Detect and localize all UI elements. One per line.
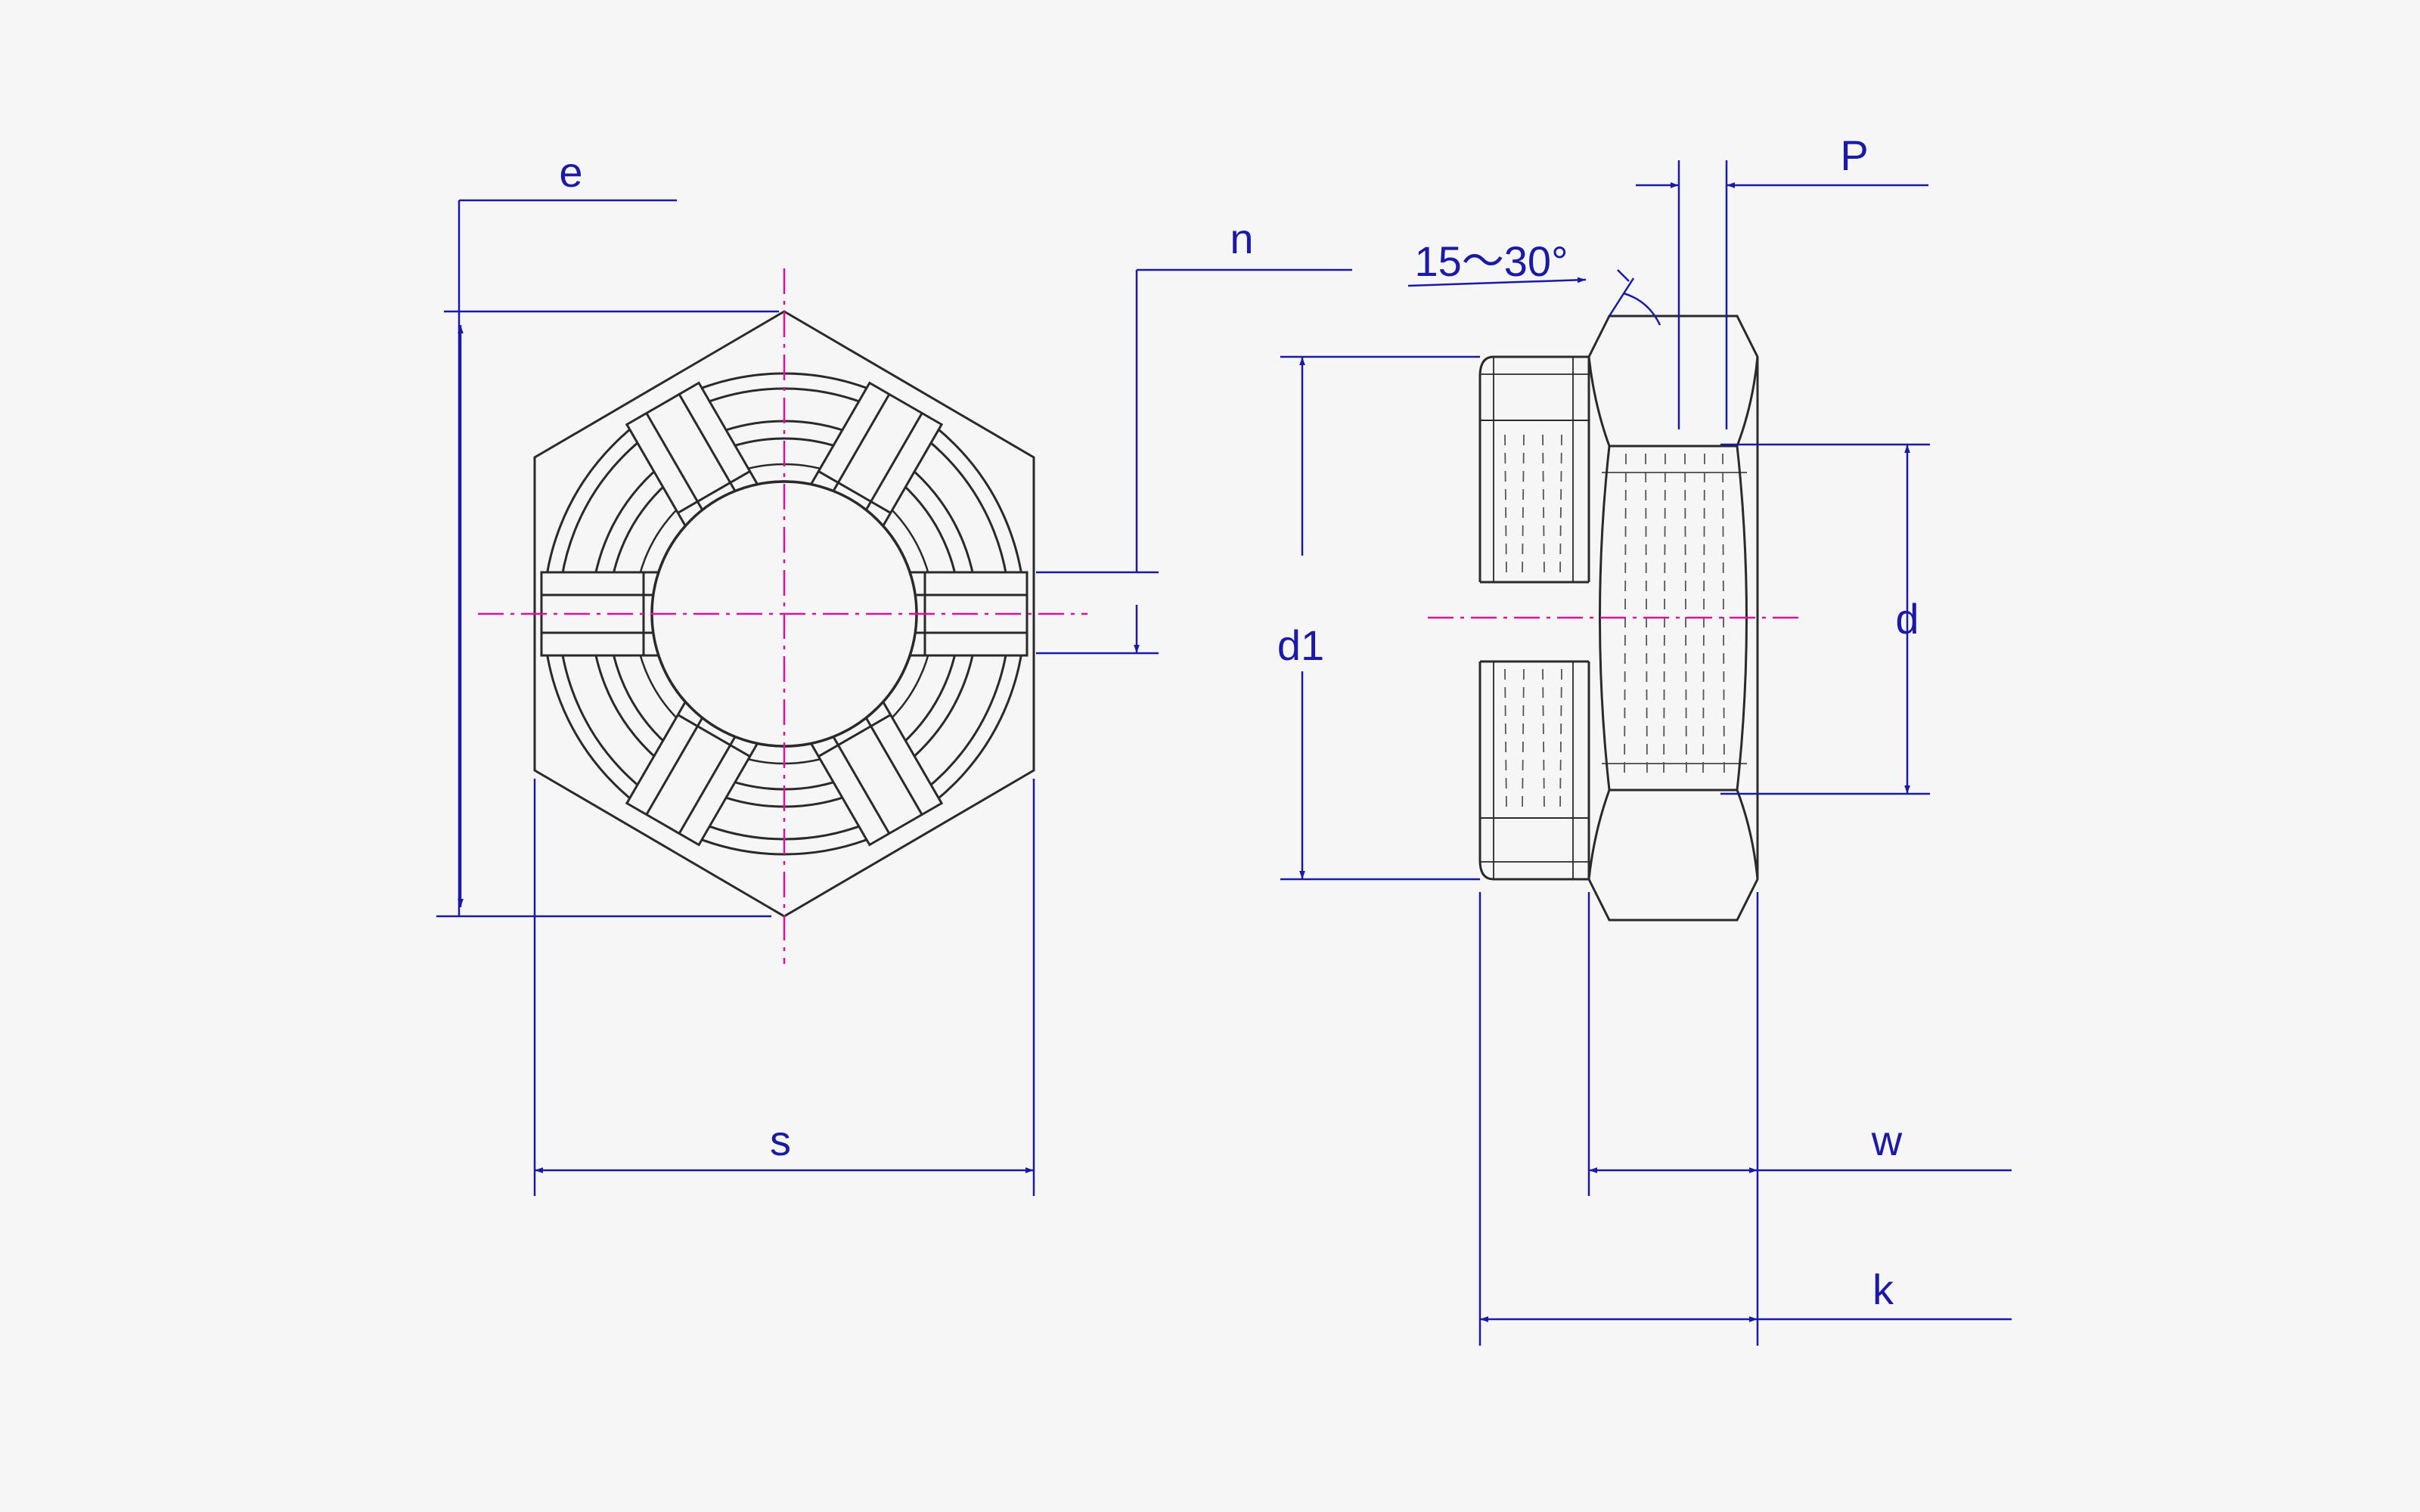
dimension-n [1036,268,1352,655]
dimension-labels: e n s 15～30° P d1 d w k [559,132,1919,1313]
dimension-p [1636,160,1928,429]
dimension-w [1587,892,2012,1346]
dimension-d1 [1280,355,1480,881]
label-w: w [1871,1117,1903,1164]
crown-section [1478,355,1590,881]
label-d: d [1895,595,1919,643]
dimension-angle [1407,269,1661,326]
dimensions [436,160,2012,1346]
label-angle: 15～30° [1415,237,1568,285]
front-centerlines [478,268,1087,964]
dimension-k [1478,892,2012,1346]
dimension-e [436,199,779,918]
dimension-s [533,779,1035,1196]
label-n: n [1230,215,1253,262]
label-k: k [1872,1266,1894,1313]
dimension-d [1720,443,1930,795]
label-d1: d1 [1277,621,1324,669]
label-p: P [1840,132,1868,179]
label-s: s [770,1117,791,1164]
side-view [1478,314,1759,922]
label-e: e [559,148,582,196]
thread-indication [1504,434,1725,810]
slot-left [540,571,669,657]
